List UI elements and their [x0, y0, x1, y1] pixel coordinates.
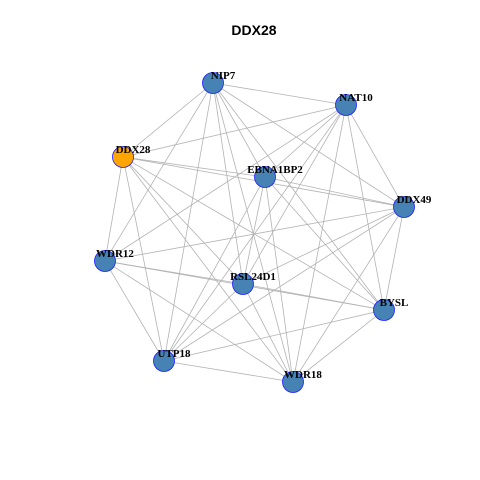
node-label-utp18: UTP18	[158, 348, 192, 360]
node-wdr12[interactable]	[94, 250, 116, 272]
edge-ddx28-ebna1bp2	[122, 156, 266, 178]
edge-ddx28-utp18	[122, 156, 165, 362]
node-ddx49[interactable]	[393, 196, 415, 218]
edge-nip7-wdr12	[104, 82, 214, 262]
edge-ddx28-rsl24d1	[122, 156, 244, 285]
edge-nat10-rsl24d1	[242, 104, 347, 285]
edge-nat10-bysl	[345, 104, 385, 311]
node-utp18[interactable]	[153, 350, 175, 372]
node-bysl[interactable]	[373, 299, 395, 321]
edge-nat10-ddx49	[345, 104, 405, 208]
edge-nat10-wdr18	[292, 104, 347, 383]
edge-ddx28-wdr18	[122, 156, 294, 383]
edge-ddx49-wdr18	[292, 206, 405, 383]
edge-nip7-nat10	[212, 82, 347, 106]
edge-wdr12-utp18	[104, 260, 165, 362]
edge-rsl24d1-wdr18	[242, 283, 294, 383]
node-nat10[interactable]	[335, 94, 357, 116]
node-label-bysl: BYSL	[380, 297, 409, 309]
node-nip7[interactable]	[202, 72, 224, 94]
edge-nat10-ddx28	[122, 104, 347, 158]
edge-bysl-utp18	[163, 309, 385, 362]
node-ebna1bp2[interactable]	[254, 166, 276, 188]
nodes-layer	[94, 72, 415, 393]
edge-ddx28-wdr12	[104, 156, 124, 262]
node-label-nat10: NAT10	[339, 92, 373, 104]
labels-layer: NIP7NAT10DDX28EBNA1BP2DDX49WDR12RSL24D1B…	[96, 70, 432, 381]
edge-ebna1bp2-rsl24d1	[242, 176, 266, 285]
edge-nat10-ebna1bp2	[264, 104, 347, 178]
edge-ebna1bp2-bysl	[264, 176, 385, 311]
edge-nip7-ddx28	[122, 82, 214, 158]
node-label-ddx28: DDX28	[116, 144, 151, 156]
edge-ddx49-rsl24d1	[242, 206, 405, 285]
node-label-ebna1bp2: EBNA1BP2	[247, 164, 303, 176]
diagram-title: DDX28	[231, 22, 276, 38]
edges-layer	[104, 82, 405, 383]
edge-nip7-utp18	[163, 82, 214, 362]
node-label-rsl24d1: RSL24D1	[230, 271, 276, 283]
edge-utp18-wdr18	[163, 360, 294, 383]
edge-wdr12-wdr18	[104, 260, 294, 383]
edge-ebna1bp2-wdr18	[264, 176, 294, 383]
edge-ebna1bp2-ddx49	[264, 176, 405, 208]
node-ddx28[interactable]	[112, 146, 134, 168]
node-label-ddx49: DDX49	[397, 194, 432, 206]
node-label-nip7: NIP7	[211, 70, 236, 82]
edge-nip7-bysl	[212, 82, 385, 311]
edge-nip7-rsl24d1	[212, 82, 244, 285]
edge-ddx49-utp18	[163, 206, 405, 362]
node-label-wdr12: WDR12	[96, 248, 134, 260]
node-rsl24d1[interactable]	[232, 273, 254, 295]
edge-rsl24d1-bysl	[242, 283, 385, 311]
edge-ebna1bp2-utp18	[163, 176, 266, 362]
edge-nip7-ddx49	[212, 82, 405, 208]
edge-ddx49-bysl	[383, 206, 405, 311]
node-label-wdr18: WDR18	[284, 369, 322, 381]
edge-rsl24d1-utp18	[163, 283, 244, 362]
edge-bysl-wdr18	[292, 309, 385, 383]
edge-nat10-wdr12	[104, 104, 347, 262]
node-wdr18[interactable]	[282, 371, 304, 393]
edge-ddx49-wdr12	[104, 206, 405, 262]
